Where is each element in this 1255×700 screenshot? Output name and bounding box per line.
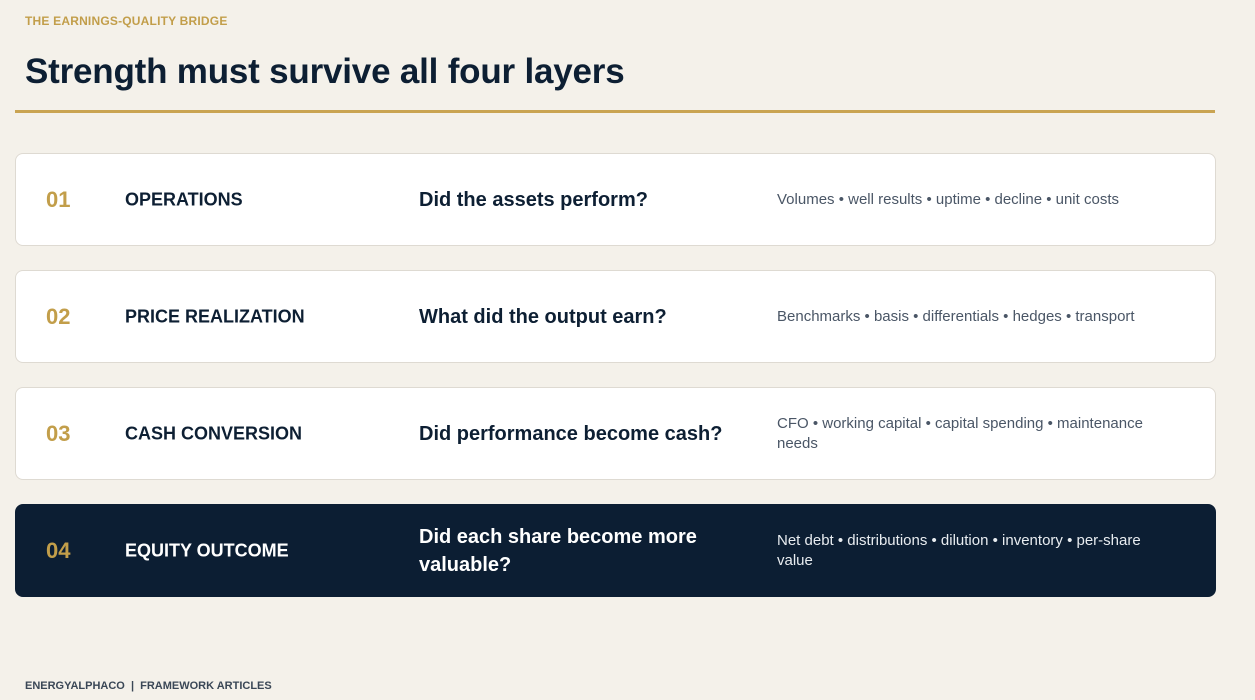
layer-question: Did each share become more valuable? [419,525,697,576]
title-divider [15,110,1215,113]
layer-name: CASH CONVERSION [125,423,303,443]
layer-name: EQUITY OUTCOME [125,540,289,560]
page-title: Strength must survive all four layers [25,52,625,91]
layer-number: 04 [46,537,71,563]
layer-name: PRICE REALIZATION [125,306,305,326]
layer-list: 01 OPERATIONS Did the assets perform? Vo… [15,153,1216,621]
layer-details: Net debt • distributions • dilution • in… [777,531,1141,569]
layer-card-operations: 01 OPERATIONS Did the assets perform? Vo… [15,153,1216,246]
layer-question: Did performance become cash? [419,422,723,445]
layer-question: What did the output earn? [419,305,667,328]
layer-card-price-realization: 02 PRICE REALIZATION What did the output… [15,270,1216,363]
layer-number: 01 [46,186,71,212]
layer-card-cash-conversion: 03 CASH CONVERSION Did performance becom… [15,387,1216,480]
layer-details: CFO • working capital • capital spending… [777,414,1143,452]
layer-name: OPERATIONS [125,189,243,209]
layer-card-equity-outcome: 04 EQUITY OUTCOME Did each share become … [15,504,1216,597]
layer-question: Did the assets perform? [419,188,648,211]
eyebrow-label: THE EARNINGS-QUALITY BRIDGE [25,14,228,28]
layer-details: Volumes • well results • uptime • declin… [777,190,1119,208]
footer-label: ENERGYALPHACO | FRAMEWORK ARTICLES [25,680,272,692]
layer-number: 02 [46,303,71,329]
layer-number: 03 [46,420,71,446]
layer-details: Benchmarks • basis • differentials • hed… [777,307,1135,325]
